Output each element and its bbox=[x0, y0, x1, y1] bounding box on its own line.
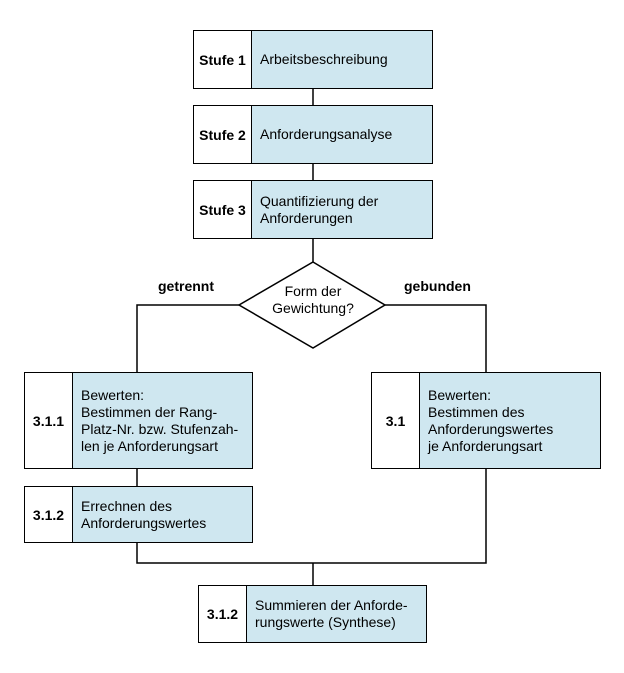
step-311-box: 3.1.1 Bewerten: Bestimmen der Rang- Plat… bbox=[24, 372, 253, 469]
step-final-text: Summieren der Anforde- rungswerte (Synth… bbox=[255, 597, 408, 630]
step-1-text: Arbeitsbeschreibung bbox=[260, 51, 388, 67]
branch-label-left: getrennt bbox=[158, 278, 214, 294]
step-31-text: Bewerten: Bestimmen des Anforderungswert… bbox=[428, 386, 554, 454]
branch-label-right: gebunden bbox=[404, 278, 471, 294]
step-final-label: 3.1.2 bbox=[199, 586, 247, 642]
step-3-text: Quantifizierung der Anforderungen bbox=[260, 192, 379, 226]
step-2-label: Stufe 2 bbox=[194, 106, 252, 163]
step-31-box: 3.1 Bewerten: Bestimmen des Anforderungs… bbox=[371, 372, 601, 469]
step-312-text: Errechnen des Anforderungswertes bbox=[81, 497, 207, 531]
step-1-box: Stufe 1 Arbeitsbeschreibung bbox=[193, 30, 433, 89]
step-312-label: 3.1.2 bbox=[25, 487, 73, 542]
connector-left-branch bbox=[136, 304, 239, 372]
step-2-text: Anforderungsanalyse bbox=[260, 126, 393, 142]
step-312-box: 3.1.2 Errechnen des Anforderungswertes bbox=[24, 486, 253, 543]
step-311-label: 3.1.1 bbox=[25, 373, 73, 468]
step-31-label: 3.1 bbox=[372, 373, 420, 468]
step-3-label: Stufe 3 bbox=[194, 181, 252, 238]
step-1-label: Stufe 1 bbox=[194, 31, 252, 88]
decision-diamond bbox=[237, 261, 387, 349]
step-311-text: Bewerten: Bestimmen der Rang- Platz-Nr. … bbox=[81, 386, 239, 454]
step-3-box: Stufe 3 Quantifizierung der Anforderunge… bbox=[193, 180, 433, 239]
connector-right-branch bbox=[385, 304, 487, 372]
decision-text: Form der Gewichtung? bbox=[272, 283, 354, 316]
step-final-box: 3.1.2 Summieren der Anforde- rungswerte … bbox=[198, 585, 427, 643]
connector-merge bbox=[136, 469, 487, 564]
step-2-box: Stufe 2 Anforderungsanalyse bbox=[193, 105, 433, 164]
